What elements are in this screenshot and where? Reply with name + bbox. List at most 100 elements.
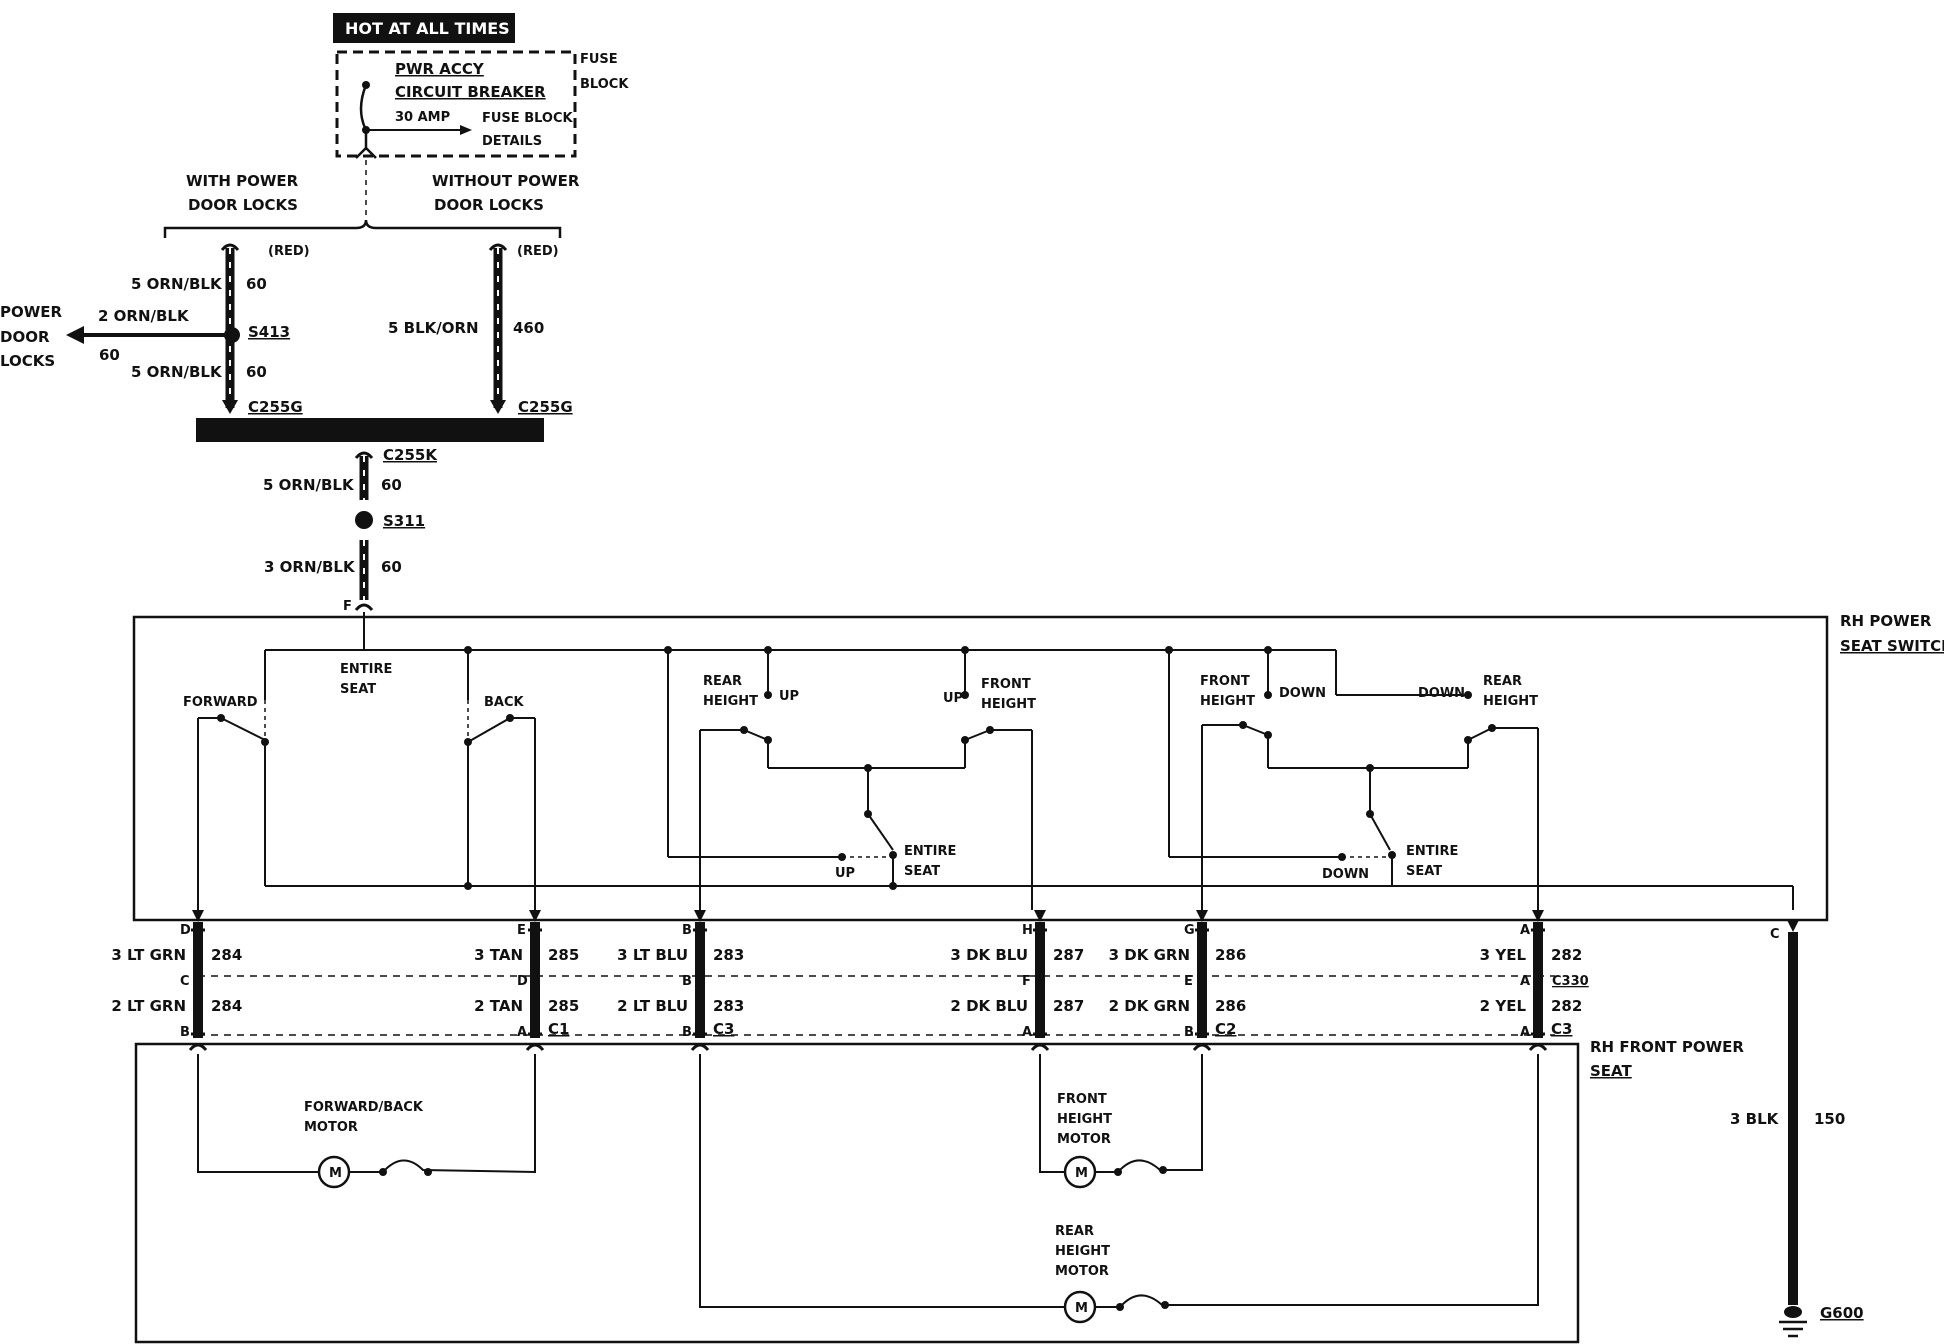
rear-up-contact — [764, 691, 772, 699]
fb-motor-node-2 — [424, 1168, 432, 1176]
wire-2-top-label: 3 LT BLU — [617, 946, 688, 964]
wire-3-bottom-num: 287 — [1053, 997, 1084, 1015]
rear-height-a-1: REAR — [703, 674, 742, 689]
wire-1-pin-mid: D — [517, 974, 528, 989]
connector-c255g-left: C255G — [248, 398, 303, 416]
wire-2-top-num: 283 — [713, 946, 744, 964]
rear-height-a-2: HEIGHT — [703, 694, 758, 709]
wire-5-switch-arrow — [1532, 910, 1544, 922]
wire-3-switch-arrow — [1034, 910, 1046, 922]
wire-0-top-num: 284 — [211, 946, 242, 964]
wire-0-pin-mid: C — [180, 974, 190, 989]
ground-circuit: C 3 BLK 150 G600 — [1730, 920, 1864, 1338]
wire-1-bottom-label: 2 TAN — [474, 997, 523, 1015]
rh-motor-label-2: HEIGHT — [1055, 1244, 1110, 1259]
fb-motor-m: M — [329, 1166, 342, 1181]
splice-s413-label: S413 — [248, 323, 290, 341]
wire-1-top-num: 285 — [548, 946, 579, 964]
connector-c330: C330 — [1552, 974, 1589, 989]
without-power-door-locks-2: DOOR LOCKS — [434, 196, 544, 214]
wire-4-switch-arrow — [1196, 910, 1208, 922]
wire-w4-num: 460 — [513, 319, 544, 337]
wire-4-seat-terminal — [1192, 1043, 1212, 1051]
wire-4-top-num: 286 — [1215, 946, 1246, 964]
rear-b-blade — [1467, 727, 1493, 741]
front-height-b-2: HEIGHT — [1200, 694, 1255, 709]
wire-5-top-label: 3 YEL — [1480, 946, 1527, 964]
wire-0-top-label: 3 LT GRN — [111, 946, 186, 964]
splice-s311-dot — [355, 511, 373, 529]
wire-4-bottom-label: 2 DK GRN — [1109, 997, 1190, 1015]
fh-motor-left-lead — [1039, 1054, 1065, 1173]
hot-at-all-times-banner — [333, 13, 515, 43]
wire-w1-num: 60 — [246, 275, 267, 293]
front-height-b-1: FRONT — [1200, 674, 1250, 689]
wire-w4-label: 5 BLK/ORN — [388, 319, 479, 337]
fuse-block-label-1: FUSE — [580, 52, 618, 67]
switch-outline — [132, 615, 1829, 922]
front-up-contact — [961, 691, 969, 699]
entire-seat-label-1: ENTIRE — [340, 662, 392, 677]
hot-at-all-times-text: HOT AT ALL TIMES — [345, 19, 510, 38]
fb-motor-left-lead — [197, 1054, 318, 1173]
wire-2-pin-top: B — [682, 923, 692, 938]
ground-pin-c: C — [1770, 927, 1780, 942]
fuse-block-outline — [335, 50, 577, 158]
wire-1-seat-terminal — [525, 1043, 545, 1051]
rh-motor-label-1: REAR — [1055, 1224, 1094, 1239]
front-height-a-1: FRONT — [981, 677, 1031, 692]
fuse-terminal — [355, 146, 377, 159]
breaker-rating: 30 AMP — [395, 110, 450, 125]
forward-switch-blade — [220, 717, 266, 741]
seat-title-2: SEAT — [1590, 1062, 1632, 1080]
back-switch-blade — [467, 717, 511, 743]
wire-5-seat-terminal — [1528, 1043, 1548, 1051]
wire-5-connector: C3 — [1551, 1020, 1572, 1038]
wire-0-pin-top: D — [180, 923, 191, 938]
wire-1-pin-bottom: A — [517, 1025, 527, 1040]
connector-c255-bar — [196, 418, 544, 442]
entire-b-label-2: SEAT — [1406, 864, 1442, 879]
c255k-terminal — [354, 451, 374, 459]
wire-w6-num: 60 — [381, 558, 402, 576]
wire-2-seat-terminal — [690, 1043, 710, 1051]
up-label-1: UP — [779, 689, 799, 704]
rear-height-b-1: REAR — [1483, 674, 1522, 689]
wire-w5-num: 60 — [381, 476, 402, 494]
wire-w3-num: 60 — [246, 363, 267, 381]
entire-a-label-2: SEAT — [904, 864, 940, 879]
wire-2-bottom-num: 283 — [713, 997, 744, 1015]
power-door-locks-3: LOCKS — [0, 352, 55, 370]
wire-5-pin-mid: A — [1520, 974, 1530, 989]
wire-0-bottom-label: 2 LT GRN — [111, 997, 186, 1015]
wire-w1-label: 5 ORN/BLK — [131, 275, 223, 293]
entire-b-blade — [1369, 813, 1391, 851]
rh-motor-node-2 — [1161, 1301, 1169, 1309]
fuse-block-details-2: DETAILS — [482, 134, 542, 149]
entire-a-label-1: ENTIRE — [904, 844, 956, 859]
switch-title-2: SEAT SWITCH — [1840, 637, 1944, 655]
wire-150-num: 150 — [1814, 1110, 1845, 1128]
pin-f-label: F — [343, 599, 352, 614]
wire-5-bottom-label: 2 YEL — [1480, 997, 1527, 1015]
left-wire-top-terminal — [220, 243, 240, 251]
connector-c255g-right: C255G — [518, 398, 573, 416]
breaker-element — [359, 84, 368, 131]
splice-s311-label: S311 — [383, 512, 425, 530]
with-power-door-locks-1: WITH POWER — [186, 172, 299, 190]
entire-seat-label-2: SEAT — [340, 682, 376, 697]
seat-outline — [134, 1042, 1580, 1344]
without-power-door-locks-1: WITHOUT POWER — [432, 172, 580, 190]
switch-title-1: RH POWER — [1840, 612, 1932, 630]
front-down-contact — [1264, 691, 1272, 699]
fb-motor-node-1 — [379, 1168, 387, 1176]
wire-3-pin-mid: F — [1022, 974, 1031, 989]
wire-1-connector: C1 — [548, 1020, 569, 1038]
rh-motor-left-lead — [699, 1054, 1065, 1308]
wire-w6-label: 3 ORN/BLK — [264, 558, 356, 576]
wire-3-top-num: 287 — [1053, 946, 1084, 964]
wire-0-seat-terminal — [188, 1043, 208, 1051]
fuse-block-label-2: BLOCK — [580, 77, 629, 92]
red-label-right: (RED) — [517, 244, 559, 259]
